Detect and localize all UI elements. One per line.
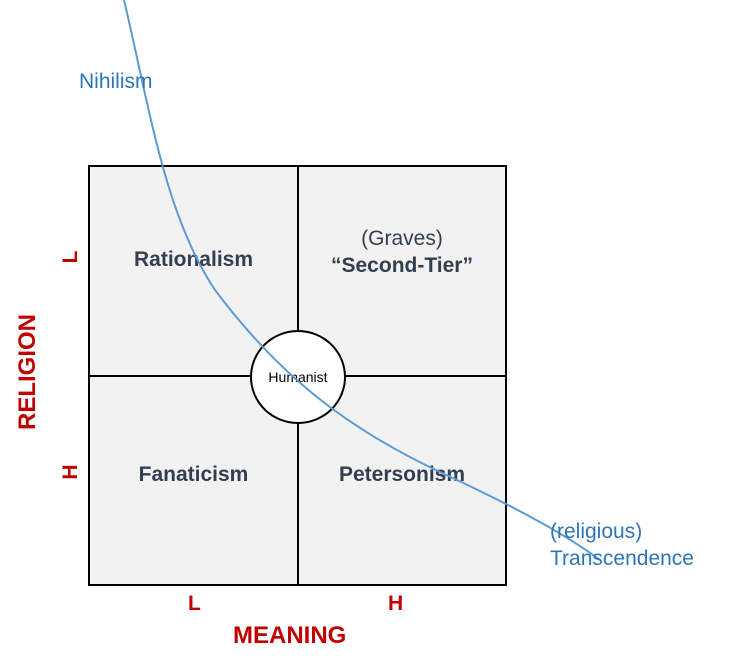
x-axis-high-tick: H <box>388 592 404 615</box>
fanaticism-label: Fanaticism <box>138 463 249 486</box>
transcendence-label: (religious) Transcendence <box>550 518 694 573</box>
quadrant-bottom-left <box>89 376 298 585</box>
y-axis-high-tick: H <box>59 464 82 480</box>
second-tier-label: “Second-Tier” <box>331 254 473 278</box>
humanist-label: Humanist <box>268 369 328 385</box>
quadrant-bottom-right <box>298 376 506 585</box>
rationalism-label: Rationalism <box>133 248 254 271</box>
quadrant-top-left-label: Rationalism <box>89 246 298 273</box>
religious-label: (religious) <box>550 520 643 543</box>
quadrant-bottom-left-label: Fanaticism <box>89 461 298 488</box>
transcendence-word: Transcendence <box>550 547 694 571</box>
quadrant-top-left <box>89 166 298 376</box>
y-axis-title: RELIGION <box>14 314 41 431</box>
nihilism-label: Nihilism <box>79 70 153 93</box>
y-axis-low-tick: L <box>59 250 82 264</box>
humanist-circle: Humanist <box>250 330 346 424</box>
x-axis-low-tick: L <box>188 592 201 615</box>
quadrant-top-right <box>298 166 506 376</box>
graves-label: (Graves) <box>361 227 443 250</box>
x-axis-title: MEANING <box>233 622 347 649</box>
quadrant-top-right-label: (Graves) “Second-Tier” <box>298 225 506 280</box>
